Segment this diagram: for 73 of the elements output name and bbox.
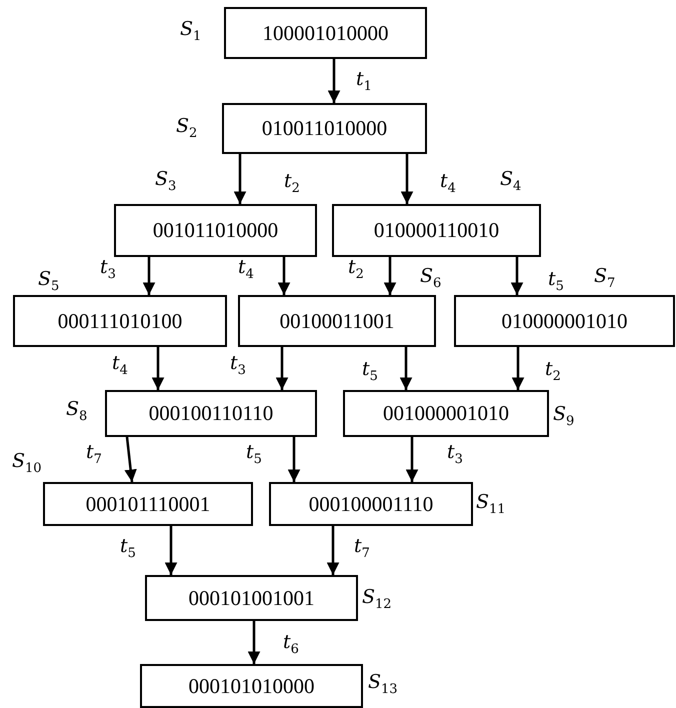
state-label: S$_{5}$ xyxy=(38,270,60,293)
state-code: 000111010100 xyxy=(58,308,182,334)
arrow xyxy=(406,437,418,482)
state-code: 000101001001 xyxy=(188,586,314,610)
arrow xyxy=(152,347,164,390)
arrow xyxy=(326,526,340,575)
state-label: S$_{9}$ xyxy=(553,405,574,428)
arrow xyxy=(328,59,340,103)
transition-label: t$_{5}$ xyxy=(362,360,378,383)
state-label: S$_{13}$ xyxy=(368,673,398,696)
arrow xyxy=(512,347,524,390)
state-code: 010000001010 xyxy=(502,308,628,334)
arrow xyxy=(142,257,156,295)
transition-label: t$_{1}$ xyxy=(356,70,372,93)
state-box xyxy=(454,295,675,347)
state-box xyxy=(332,204,541,257)
state-box xyxy=(238,295,436,347)
state-box xyxy=(145,575,358,621)
state-box xyxy=(105,390,317,437)
state-label: S$_{8}$ xyxy=(66,400,88,423)
state-box xyxy=(114,204,317,257)
state-code: 000100001110 xyxy=(308,492,434,516)
state-code: 001011010000 xyxy=(152,218,278,243)
state-code: 000100110110 xyxy=(148,401,274,426)
state-code: 010000110010 xyxy=(374,218,500,243)
state-label: S$_{3}$ xyxy=(155,170,176,193)
transition-label: t$_{2}$ xyxy=(348,258,364,281)
state-label: S$_{11}$ xyxy=(476,493,506,516)
state-label: S$_{10}$ xyxy=(12,452,42,475)
state-box xyxy=(140,664,363,708)
arrow xyxy=(384,257,396,295)
transition-label: t$_{4}$ xyxy=(238,258,254,281)
transition-label: t$_{5}$ xyxy=(548,270,564,293)
state-box xyxy=(224,7,427,59)
state-code: 000101010000 xyxy=(188,674,314,698)
state-box xyxy=(343,390,549,437)
transition-label: t$_{3}$ xyxy=(100,258,116,281)
state-code: 100001010000 xyxy=(262,20,388,46)
arrow xyxy=(400,154,414,204)
state-code: 00100011001 xyxy=(280,308,394,334)
transition-label: t$_{4}$ xyxy=(440,172,456,195)
state-box xyxy=(222,103,427,154)
arrow xyxy=(400,347,412,390)
arrow xyxy=(510,257,524,295)
state-label: S$_{1}$ xyxy=(180,20,202,43)
arrow xyxy=(248,621,260,664)
arrow xyxy=(288,437,300,482)
arrow xyxy=(164,526,178,575)
transition-label: t$_{5}$ xyxy=(246,443,262,466)
state-label: S$_{7}$ xyxy=(594,267,616,290)
transition-label: t$_{3}$ xyxy=(447,443,463,466)
transition-label: t$_{2}$ xyxy=(545,360,561,383)
transition-label: t$_{5}$ xyxy=(120,537,136,560)
transition-label: t$_{7}$ xyxy=(354,537,370,560)
arrow xyxy=(278,257,290,295)
state-box xyxy=(13,295,227,347)
arrow xyxy=(234,154,246,204)
state-label: S$_{12}$ xyxy=(362,588,392,611)
state-label: S$_{6}$ xyxy=(420,267,442,290)
state-code: 001000001010 xyxy=(383,401,509,426)
arrow xyxy=(124,436,137,482)
state-box xyxy=(43,482,253,526)
arrow xyxy=(276,347,288,390)
state-label: S$_{2}$ xyxy=(176,117,198,140)
state-code: 010011010000 xyxy=(262,116,388,141)
transition-label: t$_{4}$ xyxy=(112,354,128,377)
transition-label: t$_{2}$ xyxy=(284,172,300,195)
transition-label: t$_{7}$ xyxy=(86,443,102,466)
state-box xyxy=(269,482,473,526)
state-code: 000101110001 xyxy=(86,492,210,516)
transition-label: t$_{3}$ xyxy=(230,354,246,377)
transition-label: t$_{6}$ xyxy=(283,633,299,656)
state-label: S$_{4}$ xyxy=(500,170,522,193)
